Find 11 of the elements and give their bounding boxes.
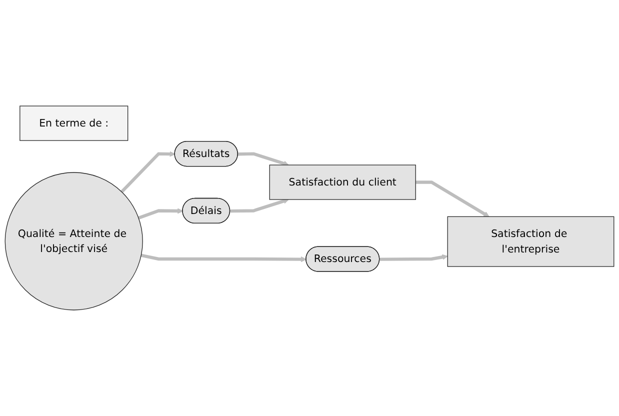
arrow bbox=[230, 198, 289, 213]
node-box: Satisfaction du client bbox=[269, 164, 416, 200]
arrow bbox=[120, 151, 176, 193]
node-box: Satisfaction de l'entreprise bbox=[447, 216, 614, 267]
arrow bbox=[238, 152, 289, 166]
node-circle: Qualité = Atteinte de l'objectif visé bbox=[4, 172, 143, 310]
arrow bbox=[140, 254, 306, 262]
arrow bbox=[380, 254, 448, 261]
arrow bbox=[138, 208, 184, 220]
node-box: En terme de : bbox=[20, 106, 128, 141]
arrow bbox=[416, 180, 490, 217]
